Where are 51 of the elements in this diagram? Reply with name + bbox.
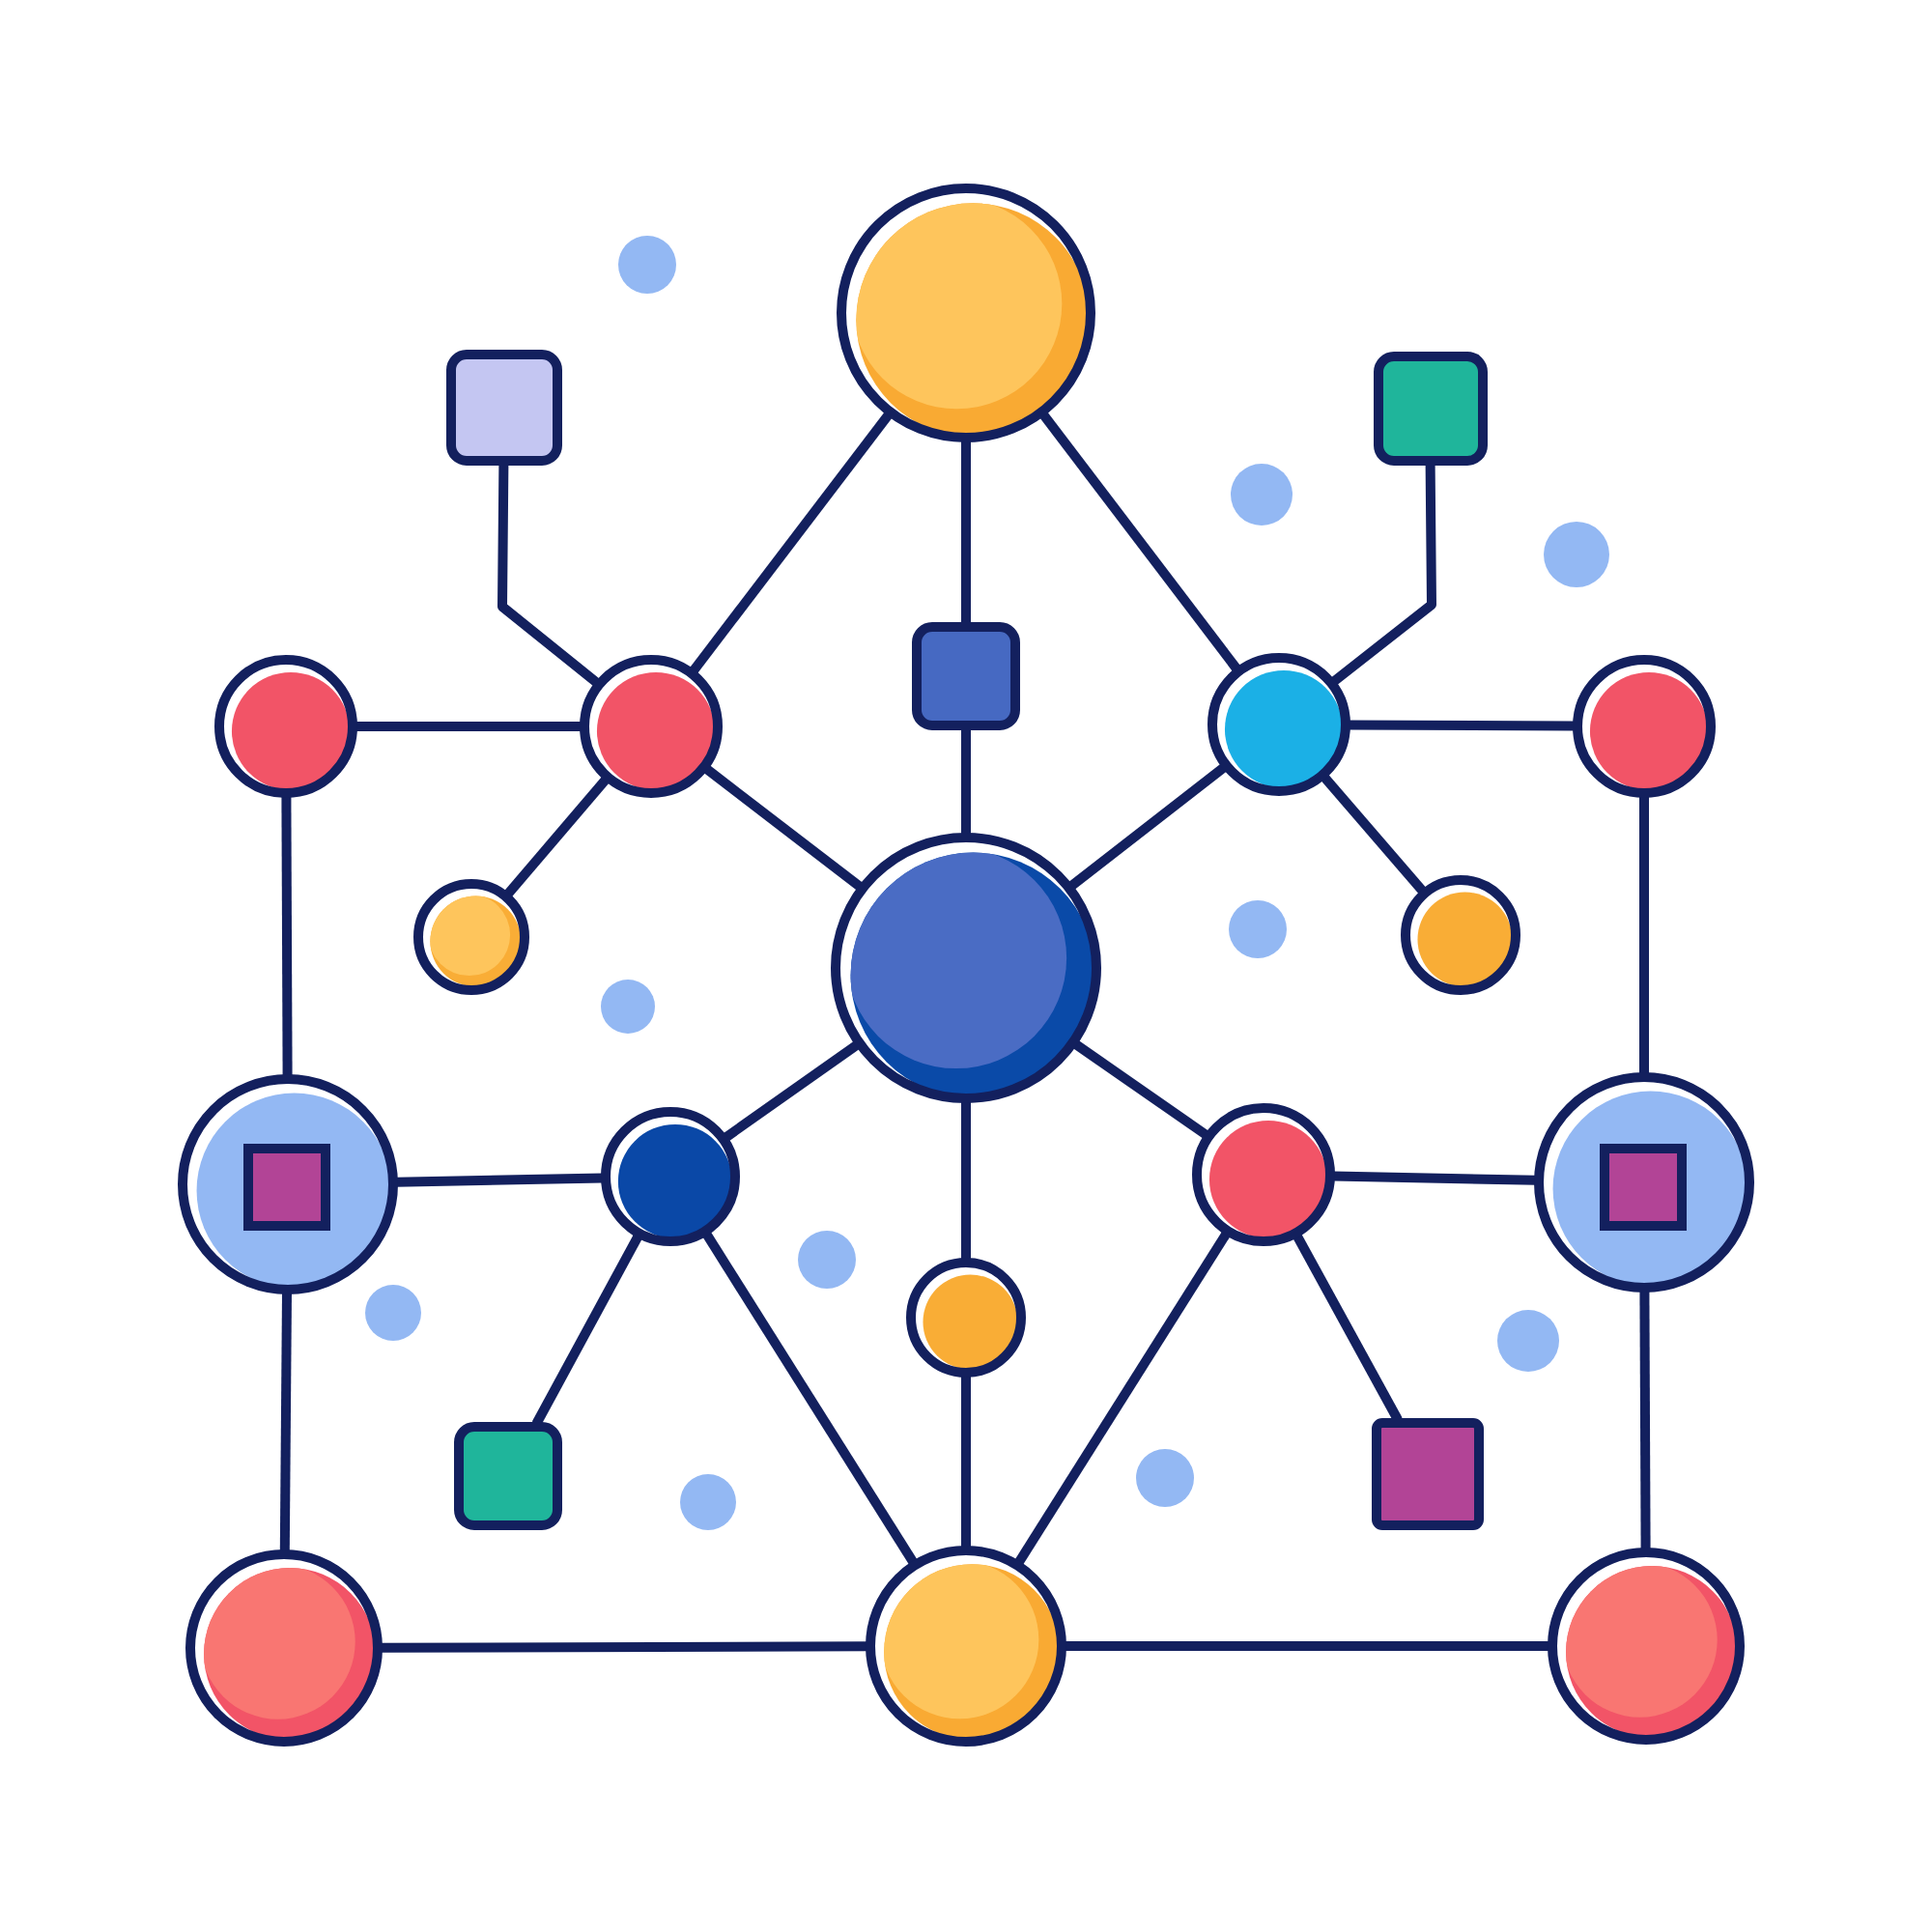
connector-line [961,728,971,835]
connector-line [1321,774,1427,895]
connector-line [701,1231,918,1566]
connector-line [1293,1233,1403,1423]
connector-line [961,1376,971,1548]
connector-line [1065,1641,1549,1651]
connector-line [1639,1291,1651,1549]
connector-line [703,764,864,891]
square-node [1373,351,1487,465]
square-node [242,1143,329,1230]
connector-line [1067,763,1228,891]
circle-node [214,655,357,798]
circle-node [413,879,529,995]
connector-line [503,776,610,898]
connector-line [723,1040,861,1142]
circle-node [1573,655,1716,798]
connector-line [961,1101,971,1260]
connector-line [689,411,893,674]
connector-line [497,463,601,687]
connector-line [281,796,293,1076]
connector-line [1014,1231,1231,1566]
circle-node [906,1258,1026,1378]
square-node [454,1422,562,1530]
circle-node [580,655,723,798]
square-node [446,350,562,466]
connector-line [1039,411,1241,672]
square-node [912,622,1020,730]
circle-node [601,1107,740,1246]
circle-node [178,1074,398,1294]
circle-node [1534,1072,1754,1293]
square-node [1599,1143,1686,1230]
circle-node [1401,875,1520,995]
connector-line [279,1292,292,1552]
connector-line [1332,1171,1537,1185]
connector-line [1348,720,1576,731]
connector-line [381,1641,867,1653]
connector-line [1639,796,1649,1074]
circle-node [1192,1103,1335,1246]
circle-node [185,1549,383,1747]
connector-line [395,1173,604,1187]
circle-node [866,1546,1066,1747]
circle-node [1548,1548,1745,1745]
connector-line [1330,462,1436,686]
circle-node [1208,653,1350,796]
square-node [1372,1418,1484,1530]
connector-line [355,722,582,731]
connector-line [1072,1039,1209,1140]
connector-line [531,1234,642,1427]
circle-node [837,184,1095,442]
circle-node [831,833,1101,1103]
connector-line [961,440,971,624]
